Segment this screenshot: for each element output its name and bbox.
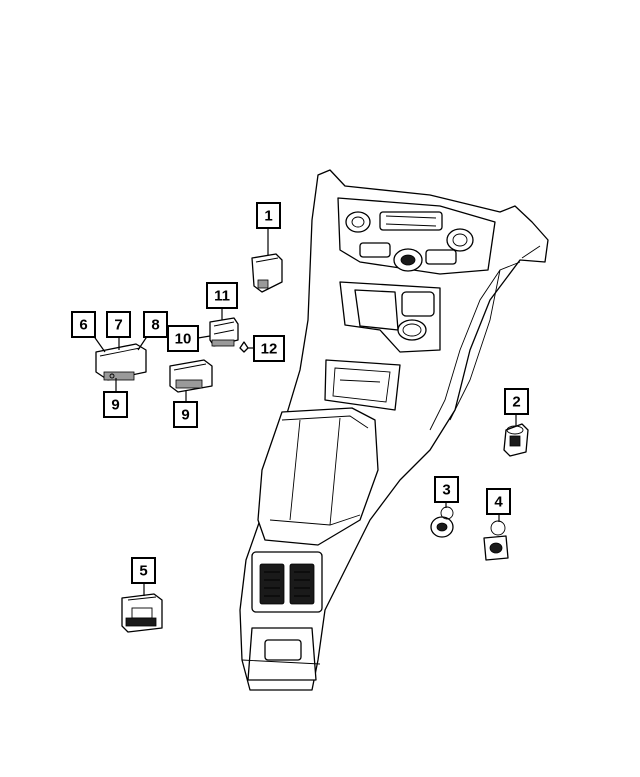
callout-5: 5 (131, 557, 156, 584)
svg-text:4: 4 (494, 494, 503, 511)
svg-text:11: 11 (214, 288, 230, 305)
center-console-illustration (239, 169, 549, 691)
svg-text:2: 2 (512, 394, 520, 411)
svg-text:6: 6 (79, 317, 87, 334)
callout-10: 10 (167, 325, 199, 352)
callout-2: 2 (504, 388, 529, 415)
part-5-illustration (121, 593, 163, 633)
callout-7: 7 (106, 311, 131, 338)
part-3-illustration (430, 506, 454, 538)
part-12-illustration (239, 341, 249, 353)
svg-text:1: 1 (264, 208, 272, 225)
svg-text:3: 3 (442, 482, 450, 499)
part-9-switch-illustration (169, 359, 213, 393)
svg-text:12: 12 (261, 341, 278, 358)
callout-9a: 9 (103, 391, 128, 418)
svg-text:9: 9 (181, 407, 189, 424)
callout-4: 4 (486, 488, 511, 515)
callout-3: 3 (434, 476, 459, 503)
callout-9b: 9 (173, 401, 198, 428)
callout-12: 12 (253, 335, 285, 362)
part-4-illustration (483, 520, 509, 561)
callout-11: 11 (206, 282, 238, 309)
part-6-7-8-switch-illustration (95, 343, 147, 381)
svg-text:9: 9 (111, 397, 119, 414)
callout-6: 6 (71, 311, 96, 338)
callout-1: 1 (256, 202, 281, 229)
svg-text:10: 10 (175, 331, 192, 348)
svg-text:5: 5 (139, 563, 147, 580)
part-1-illustration (251, 253, 283, 293)
part-10-11-illustration (209, 317, 239, 347)
svg-text:8: 8 (151, 317, 159, 334)
part-2-illustration (503, 423, 529, 457)
callout-8: 8 (143, 311, 168, 338)
svg-text:7: 7 (114, 317, 122, 334)
